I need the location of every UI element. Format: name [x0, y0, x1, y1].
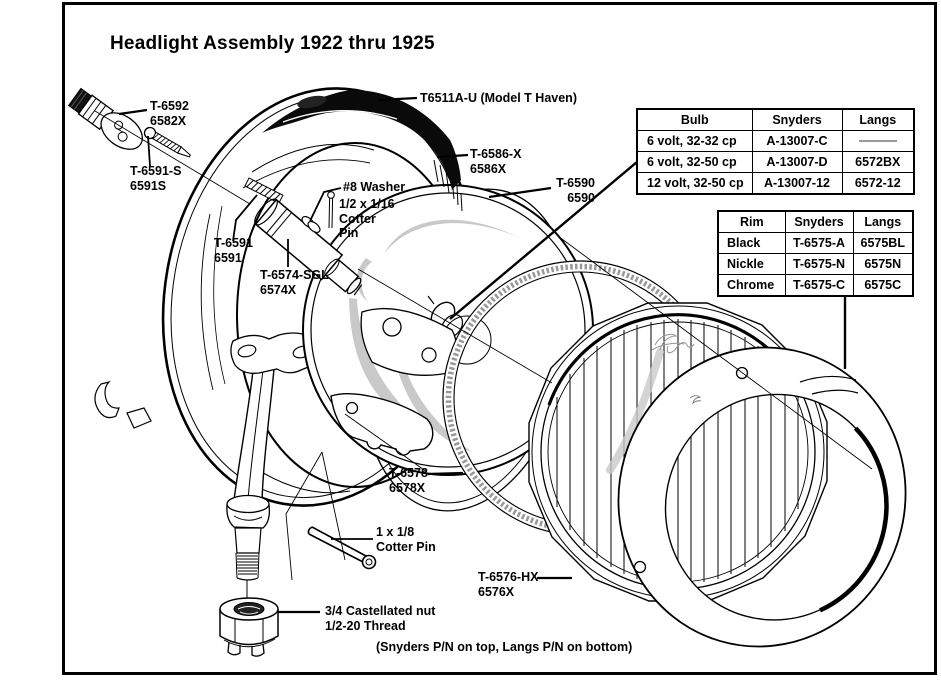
ford-script-logo [651, 333, 695, 354]
label-door-ring: T-6590 6590 [556, 176, 595, 205]
no-part-dash [858, 140, 897, 142]
headlight-shell-drawing [94, 87, 479, 657]
shell-latch-tab [126, 407, 152, 429]
rim-table: Rim Snyders Langs Black T-6575-A 6575BL … [717, 210, 914, 297]
page-title: Headlight Assembly 1922 thru 1925 [110, 33, 435, 54]
rim-mounting-hole [633, 560, 647, 574]
label-shell: T6511A-U (Model T Haven) [420, 91, 577, 105]
table-row: 6 volt, 32-50 cp A-13007-D 6572BX [636, 151, 915, 173]
label-gasket: T-6578 6578X [389, 466, 428, 495]
table-header-row: Bulb Snyders Langs [636, 108, 915, 131]
mounting-stem-drawing [226, 368, 275, 601]
table-row: Chrome T-6575-C 6575C [717, 274, 914, 297]
label-cotter-pin-large: 1 x 1/8 Cotter Pin [376, 525, 436, 554]
footnote: (Snyders P/N on top, Langs P/N on bottom… [376, 640, 633, 654]
large-cotter-pin-drawing [307, 526, 377, 570]
table-row: Nickle T-6575-N 6575N [717, 253, 914, 275]
table-row: Black T-6575-A 6575BL [717, 232, 914, 254]
bulb-table: Bulb Snyders Langs 6 volt, 32-32 cp A-13… [636, 108, 915, 195]
bulb-table-leader [449, 161, 638, 320]
shell-latch-hook [94, 380, 120, 419]
shell-rolled-edge [262, 90, 463, 212]
castellated-nut-drawing [219, 597, 279, 657]
table-row: 12 volt, 32-50 cp A-13007-12 6572-12 [636, 172, 915, 195]
stem-threads [235, 552, 260, 579]
table-header-row: Rim Snyders Langs [717, 210, 914, 233]
leader-lines [94, 96, 873, 614]
label-bulb: T-6592 6582X [150, 99, 189, 128]
label-focus-screw: T-6591 6591 [214, 236, 253, 265]
label-washer: #8 Washer [343, 180, 406, 194]
mounting-screw-drawing [143, 126, 191, 158]
rim-stamp [689, 395, 702, 405]
small-cotter-pin [327, 191, 335, 199]
label-lens: T-6576-HX 6576X [478, 570, 539, 599]
label-cotter-pin-small: 1/2 x 1/16 Cotter Pin [339, 197, 395, 240]
edge-crimp-hatching [433, 159, 463, 212]
label-mounting-screw: T-6591-S 6591S [130, 164, 182, 193]
label-castellated-nut: 3/4 Castellated nut 1/2-20 Thread [325, 604, 436, 633]
bulb-drawing [67, 87, 143, 150]
label-focus-rod: T-6574-SGL 6574X [260, 268, 329, 297]
focus-rod-assembly-drawing [244, 177, 363, 296]
table-row: 6 volt, 32-32 cp A-13007-C [636, 130, 915, 152]
label-reflector: T-6586-X 6586X [470, 147, 522, 176]
rim-drawing [617, 346, 907, 648]
